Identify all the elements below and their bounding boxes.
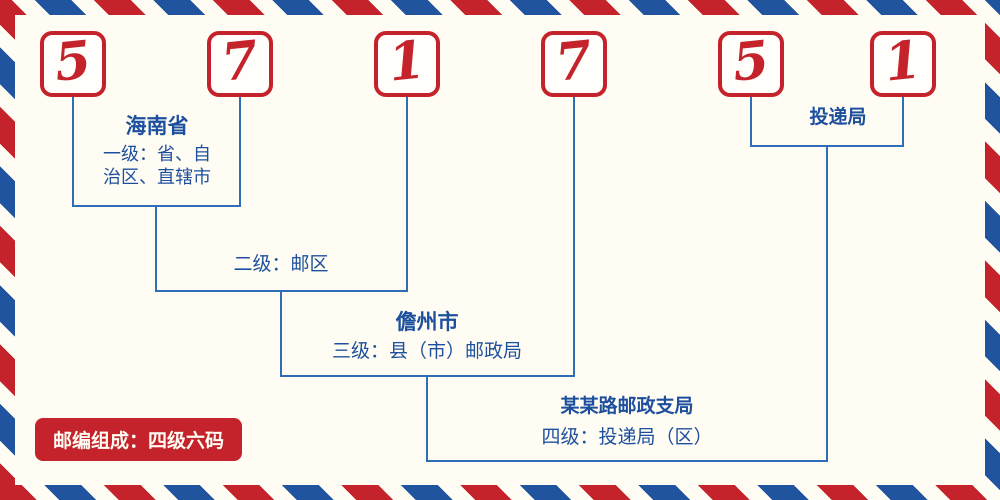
- digit-box-5: 5: [718, 29, 784, 97]
- digit-2: 7: [218, 29, 261, 94]
- level2-bracket-left-line: [155, 205, 157, 292]
- digit-box-3: 1: [374, 29, 440, 97]
- delivery-bracket-right-line: [902, 97, 904, 147]
- digit-4: 7: [552, 29, 595, 94]
- level3-bracket-right-line: [573, 97, 575, 377]
- delivery-bracket-bottom-line: [750, 145, 904, 147]
- level4-bracket-bottom-line: [426, 460, 828, 462]
- level3-label: 三级：县（市）邮政局: [331, 340, 523, 362]
- level2-label: 二级：邮区: [233, 253, 329, 275]
- digit-box-6: 1: [870, 29, 936, 97]
- digit-box-2: 7: [207, 29, 273, 97]
- delivery-bracket-left-line: [750, 97, 752, 147]
- level3-bracket-left-line: [280, 290, 282, 377]
- digit-1: 5: [51, 29, 94, 94]
- level4-bracket-left-line: [426, 375, 428, 462]
- level2-bracket-right-line: [406, 97, 408, 292]
- digit-box-4: 7: [541, 29, 607, 97]
- composition-badge: 邮编组成：四级六码: [35, 418, 243, 461]
- level1-label: 一级：省、自 治区、直辖市: [103, 144, 211, 188]
- level1-place-label: 海南省: [125, 113, 189, 138]
- digit-3: 1: [385, 29, 428, 94]
- digit-6: 1: [881, 29, 924, 94]
- level1-bracket-right-line: [239, 97, 241, 207]
- digit-5: 5: [729, 29, 772, 94]
- level4-place-label: 某某路邮政支局: [560, 395, 694, 417]
- digit-box-1: 5: [40, 29, 106, 97]
- level3-place-label: 儋州市: [395, 309, 459, 334]
- level1-bracket-left-line: [72, 97, 74, 207]
- level4-bracket-right-line: [826, 145, 828, 462]
- delivery-label: 投递局: [809, 106, 867, 128]
- level4-label: 四级：投递局（区）: [541, 426, 713, 448]
